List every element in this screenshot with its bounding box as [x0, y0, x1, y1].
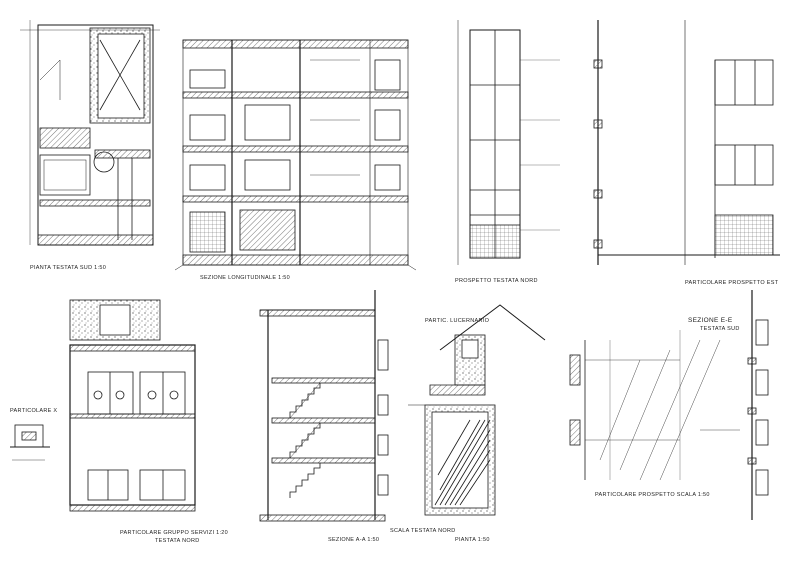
detail-lucernario [429, 304, 546, 396]
caption-prospetto-testata: PROSPETTO TESTATA NORD [455, 278, 538, 284]
caption-lucernario: PARTIC. LUCERNARIO [425, 318, 490, 324]
section-ee [747, 290, 769, 520]
detail-gruppo-servizi [69, 299, 196, 512]
caption-sezione-ee-sub: TESTATA SUD [700, 326, 740, 332]
caption-particolare-x: PARTICOLARE X [10, 408, 58, 414]
caption-sezione-ee: SEZIONE E-E [688, 317, 733, 324]
caption-sezione-aa: SEZIONE A-A 1:50 [328, 537, 380, 543]
caption-prospetto-scala: PARTICOLARE PROSPETTO SCALA 1:50 [595, 492, 710, 498]
caption-sezione-longitudinale: SEZIONE LONGITUDINALE 1:50 [200, 275, 291, 281]
elevation-testata-nord [457, 20, 560, 265]
caption-particolare-prospetto-est: PARTICOLARE PROSPETTO EST [685, 280, 779, 286]
detail-prospetto-scala [569, 330, 740, 481]
caption-testata-nord: TESTATA NORD [155, 538, 200, 544]
plan-scala [408, 404, 496, 516]
caption-scala-testata: SCALA TESTATA NORD [390, 528, 456, 534]
section-aa-stairs [259, 290, 389, 522]
caption-gruppo-servizi: PARTICOLARE GRUPPO SERVIZI 1:20 [120, 530, 229, 536]
section-longitudinal [174, 39, 417, 271]
plan-testata-sud [20, 20, 160, 246]
caption-pianta-scala: PIANTA 1:50 [455, 537, 490, 543]
elevation-prospetto-est [593, 20, 780, 265]
caption-pianta-testata: PIANTA TESTATA SUD 1:50 [30, 265, 107, 271]
detail-x [10, 424, 50, 461]
